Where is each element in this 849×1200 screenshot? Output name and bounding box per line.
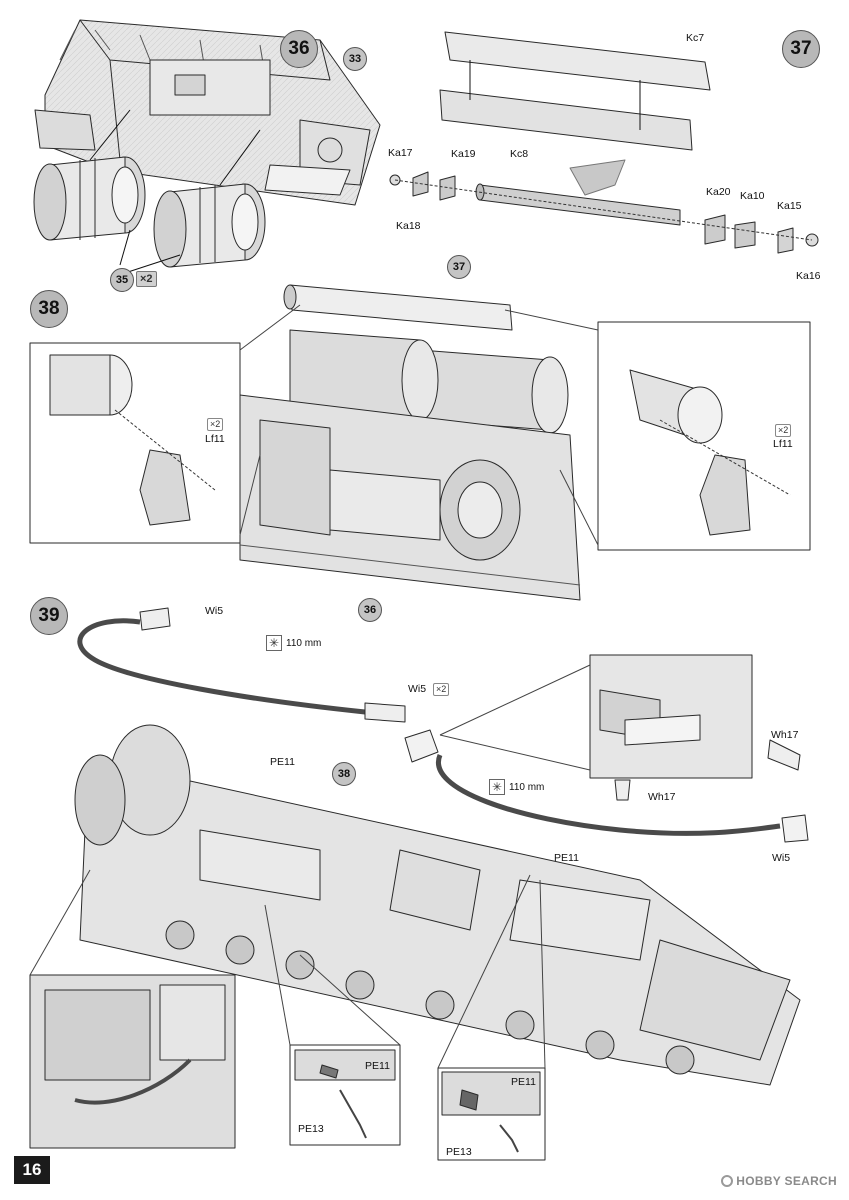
ref-callout-38: 38 (332, 762, 356, 786)
step39-inset-right (439, 654, 801, 801)
part-label-pe11-b: PE11 (554, 852, 579, 864)
ref-callout-33: 33 (343, 47, 367, 71)
step37-tube (389, 31, 819, 254)
step39-inset-pe-2 (437, 874, 546, 1161)
part-label-ka10: Ka10 (740, 190, 765, 202)
part-label-pe11-a: PE11 (270, 756, 295, 768)
part-label-ka20: Ka20 (706, 186, 731, 198)
scissors-cut-icon: ✳ (266, 635, 282, 651)
part-label-pe11-inset1: PE11 (365, 1060, 390, 1072)
part-label-wi5-top: Wi5 (205, 605, 224, 617)
page-number: 16 (14, 1156, 50, 1184)
cut-length: 110 mm (286, 637, 322, 649)
part-label-ka19: Ka19 (451, 148, 476, 160)
step39-inset-bottom-left (29, 869, 236, 1149)
part-label-wh17-a: Wh17 (771, 729, 799, 741)
part-label-kc7: Kc7 (686, 32, 705, 44)
multiplier-badge: ×2 (136, 271, 157, 287)
part-label-pe11-inset2: PE11 (511, 1076, 536, 1088)
part-label-ka17: Ka17 (388, 147, 413, 159)
part-label-wi5-mid: Wi5 (408, 683, 427, 695)
step-number-36: 36 (280, 30, 318, 68)
part-label-ka18: Ka18 (396, 220, 421, 232)
ref-callout-37: 37 (447, 255, 471, 279)
cut-instruction-2: ✳ 110 mm (489, 779, 544, 795)
scissors-cut-icon: ✳ (489, 779, 505, 795)
cut-length: 110 mm (509, 781, 545, 793)
part-label-kc8: Kc8 (510, 148, 529, 160)
step39-wire-top (77, 607, 406, 723)
step-number-38: 38 (30, 290, 68, 328)
step36-cylinders (33, 109, 266, 273)
step39-inset-pe-1 (264, 904, 401, 1146)
watermark: HOBBY SEARCH (721, 1174, 837, 1188)
part-label-pe13-inset2: PE13 (446, 1146, 472, 1158)
step38-hull (239, 284, 581, 601)
part-label-ka15: Ka15 (777, 200, 802, 212)
ref-callout-36: 36 (358, 598, 382, 622)
step-number-37: 37 (782, 30, 820, 68)
watermark-logo-icon (721, 1175, 734, 1187)
step-number-39: 39 (30, 597, 68, 635)
step38-inset-right (504, 309, 811, 551)
part-label-lf11-left: Lf11 (205, 433, 225, 445)
step38-inset-left (29, 304, 301, 544)
part-label-wh17-b: Wh17 (648, 791, 676, 803)
part-label-ka16: Ka16 (796, 270, 821, 282)
watermark-text: HOBBY SEARCH (736, 1174, 837, 1188)
step39-hull (74, 724, 801, 1086)
multiplier-badge: ×2 (433, 683, 450, 696)
cut-instruction-1: ✳ 110 mm (266, 635, 321, 651)
part-label-wi5-right: Wi5 (772, 852, 791, 864)
step39-wire-bottom (404, 729, 809, 843)
ref-callout-35: 35 (110, 268, 134, 292)
multiplier-badge: ×2 (775, 424, 792, 437)
multiplier-badge: ×2 (207, 418, 224, 431)
part-label-lf11-right: Lf11 (773, 438, 793, 450)
part-label-pe13-inset1: PE13 (298, 1123, 324, 1135)
